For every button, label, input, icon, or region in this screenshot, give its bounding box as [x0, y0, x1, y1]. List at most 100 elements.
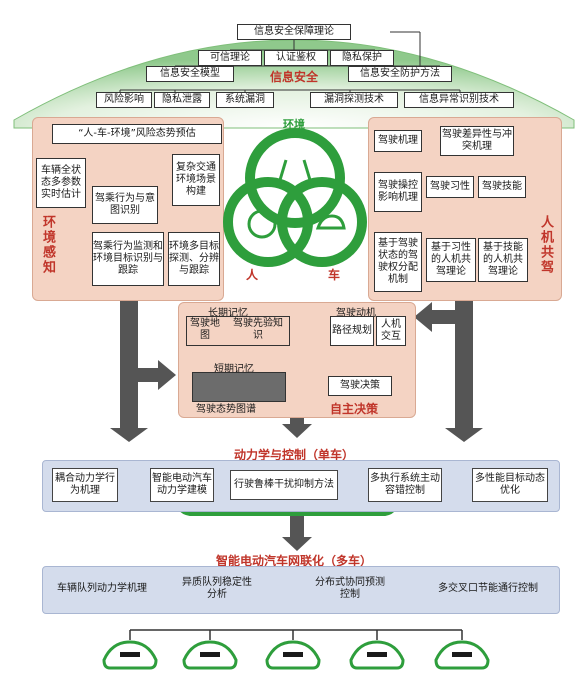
- driving-control-box: 驾驶操控影响机理: [374, 172, 422, 212]
- car-icon: [265, 640, 321, 670]
- path-planning-label: 路径规划: [332, 325, 372, 336]
- skill-theory-box: 基于技能的人机共驾理论: [478, 238, 528, 282]
- risk-estimate-label: “人-车-环境”风险态势预估: [78, 128, 196, 139]
- robust-suppression-box: 行驶鲁棒干扰抑制方法: [230, 470, 338, 500]
- risk-impact-label: 风险影响: [104, 94, 144, 105]
- behavior-monitor-label: 驾乘行为监测和环境目标识别与跟踪: [93, 241, 163, 276]
- driving-diff-box: 驾驶差异性与冲突机理: [440, 126, 514, 156]
- fault-tolerant-box: 多执行系统主动容错控制: [368, 468, 442, 502]
- robust-suppression-label: 行驶鲁棒干扰抑制方法: [234, 479, 334, 490]
- center-car-label: 车: [328, 268, 341, 282]
- environment-ring: [245, 128, 345, 228]
- situation-graph-label: 驾驶态势图谱: [196, 404, 256, 415]
- intent-recog-box: 驾乘行为与意图识别: [92, 186, 158, 224]
- multi-objective-label: 多性能目标动态优化: [475, 473, 545, 496]
- vehicle-state-label: 车辆全状态多参数实时估计: [41, 165, 81, 200]
- network-panel: [42, 566, 560, 614]
- multi-objective-box: 多性能目标动态优化: [472, 468, 548, 502]
- short-memory-label: 短期记忆: [214, 364, 254, 375]
- co-driving-title: 人机共驾: [538, 215, 553, 275]
- platoon-stability-label: 异质队列稳定性分析: [182, 577, 252, 600]
- privacy-box: 隐私保护: [330, 50, 394, 66]
- system-vuln-label: 系统漏洞: [225, 94, 265, 105]
- habit-theory-box: 基于习性的人机共驾理论: [426, 238, 476, 282]
- hmi-box: 人机交互: [376, 316, 406, 346]
- habit-theory-label: 基于习性的人机共驾理论: [431, 242, 471, 277]
- system-vuln-box: 系统漏洞: [216, 92, 274, 108]
- coupled-dynamics-box: 耦合动力学行为机理: [52, 468, 118, 502]
- driving-skill-label: 驾驶技能: [482, 181, 522, 192]
- security-theory-label: 信息安全保障理论: [254, 26, 334, 37]
- distributed-control-box: 分布式协同预测控制: [312, 574, 388, 604]
- skill-theory-label: 基于技能的人机共驾理论: [483, 242, 523, 277]
- coupled-dynamics-label: 耦合动力学行为机理: [55, 473, 115, 496]
- auth-box: 认证鉴权: [264, 50, 328, 66]
- driving-mechanism-box: 驾驶机理: [374, 130, 422, 152]
- driving-habit-label: 驾驶习性: [430, 181, 470, 192]
- driving-mechanism-label: 驾驶机理: [378, 135, 418, 146]
- car-icon: [434, 640, 490, 670]
- person-ring: [223, 177, 313, 267]
- multi-target-box: 环境多目标探测、分辨与跟踪: [168, 232, 220, 286]
- platoon-dynamics-box: 车辆队列动力学机理: [56, 574, 148, 604]
- intersection-control-label: 多交叉口节能通行控制: [438, 583, 538, 594]
- driving-control-label: 驾驶操控影响机理: [378, 180, 418, 203]
- anomaly-detect-label: 信息异常识别技术: [419, 94, 499, 105]
- situation-graph-image: [192, 372, 286, 402]
- hmi-label: 人机交互: [381, 319, 401, 342]
- behavior-monitor-box: 驾乘行为监测和环境目标识别与跟踪: [92, 232, 164, 286]
- vuln-detect-label: 漏洞探测技术: [324, 94, 384, 105]
- risk-estimate-box: “人-车-环境”风险态势预估: [52, 124, 222, 144]
- privacy-leak-box: 隐私泄露: [154, 92, 210, 108]
- decision-title: 自主决策: [330, 402, 379, 416]
- vehicle-state-box: 车辆全状态多参数实时估计: [36, 158, 86, 208]
- center-person-label: 人: [246, 268, 259, 282]
- ev-modeling-label: 智能电动汽车动力学建模: [152, 473, 212, 496]
- driving-motive-label: 驾驶动机: [336, 308, 376, 319]
- car-ring: [277, 177, 367, 267]
- privacy-leak-label: 隐私泄露: [162, 94, 202, 105]
- scene-build-box: 复杂交通环境场景构建: [172, 154, 220, 206]
- security-method-label: 信息安全防护方法: [360, 68, 440, 79]
- environment-perception-title: 环境感知: [40, 215, 55, 275]
- prior-knowledge-label: 驾驶先验知识: [233, 318, 283, 341]
- driving-map-label: 驾驶地图: [190, 318, 220, 341]
- driving-skill-box: 驾驶技能: [478, 176, 526, 198]
- security-method-box: 信息安全防护方法: [348, 66, 452, 82]
- path-planning-box: 路径规划: [330, 316, 374, 346]
- driving-diff-label: 驾驶差异性与冲突机理: [442, 129, 512, 152]
- center-env-label: 环境: [283, 118, 305, 131]
- network-title: 智能电动汽车网联化（多车）: [215, 554, 372, 568]
- risk-impact-box: 风险影响: [96, 92, 152, 108]
- platoon-stability-box: 异质队列稳定性分析: [178, 574, 256, 604]
- platoon-dynamics-label: 车辆队列动力学机理: [57, 583, 147, 594]
- security-model-box: 信息安全模型: [146, 66, 234, 82]
- anomaly-detect-box: 信息异常识别技术: [404, 92, 514, 108]
- intent-recog-label: 驾乘行为与意图识别: [95, 193, 155, 216]
- scene-build-label: 复杂交通环境场景构建: [176, 162, 216, 197]
- trust-theory-label: 可信理论: [210, 52, 250, 63]
- privacy-label: 隐私保护: [342, 52, 382, 63]
- distributed-control-label: 分布式协同预测控制: [315, 577, 385, 600]
- long-memory-box: [186, 316, 290, 346]
- security-theory-box: 信息安全保障理论: [237, 24, 351, 40]
- state-allocation-box: 基于驾驶状态的驾驶权分配机制: [374, 232, 422, 292]
- car-icon: [102, 640, 158, 670]
- security-model-label: 信息安全模型: [160, 68, 220, 79]
- car-icon: [182, 640, 238, 670]
- auth-label: 认证鉴权: [276, 52, 316, 63]
- state-allocation-label: 基于驾驶状态的驾驶权分配机制: [378, 238, 418, 285]
- car-icon: [349, 640, 405, 670]
- trust-theory-box: 可信理论: [198, 50, 262, 66]
- ev-modeling-box: 智能电动汽车动力学建模: [150, 468, 214, 502]
- long-memory-label: 长期记忆: [208, 308, 248, 319]
- driving-decision-box: 驾驶决策: [328, 376, 392, 396]
- dynamics-title: 动力学与控制（单车）: [233, 448, 354, 462]
- driving-habit-box: 驾驶习性: [426, 176, 474, 198]
- intersection-control-box: 多交叉口节能通行控制: [432, 574, 544, 604]
- security-center-label: 信息安全: [269, 70, 318, 84]
- fault-tolerant-label: 多执行系统主动容错控制: [370, 473, 440, 496]
- driving-decision-label: 驾驶决策: [340, 380, 380, 391]
